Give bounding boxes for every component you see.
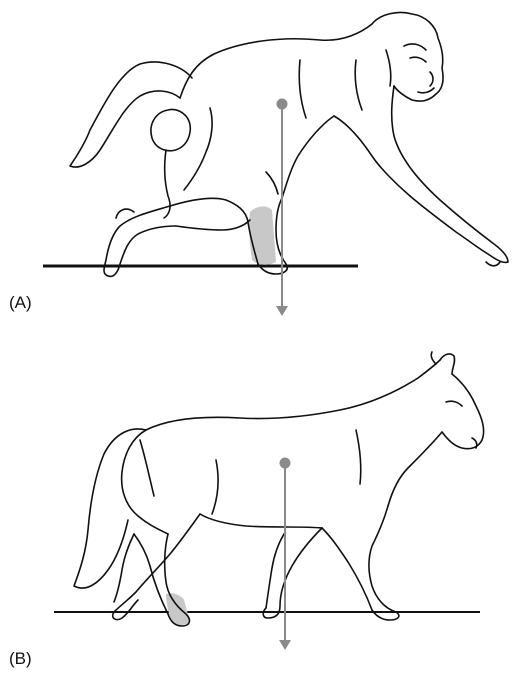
contact-shading bbox=[166, 593, 190, 625]
center-of-mass-icon bbox=[277, 99, 288, 110]
horse-outline bbox=[74, 352, 484, 626]
center-of-mass-icon bbox=[280, 458, 291, 469]
panel-label-b: (B) bbox=[9, 650, 32, 667]
down-arrow-icon bbox=[276, 306, 288, 316]
horse-illustration bbox=[0, 330, 514, 676]
contact-shading bbox=[249, 206, 276, 264]
panel-label-a: (A) bbox=[9, 294, 32, 311]
panel-a: (A) bbox=[0, 0, 514, 330]
baboon-outline bbox=[70, 12, 508, 276]
down-arrow-icon bbox=[279, 640, 291, 650]
panel-b: (B) bbox=[0, 330, 514, 676]
baboon-illustration bbox=[0, 0, 514, 330]
